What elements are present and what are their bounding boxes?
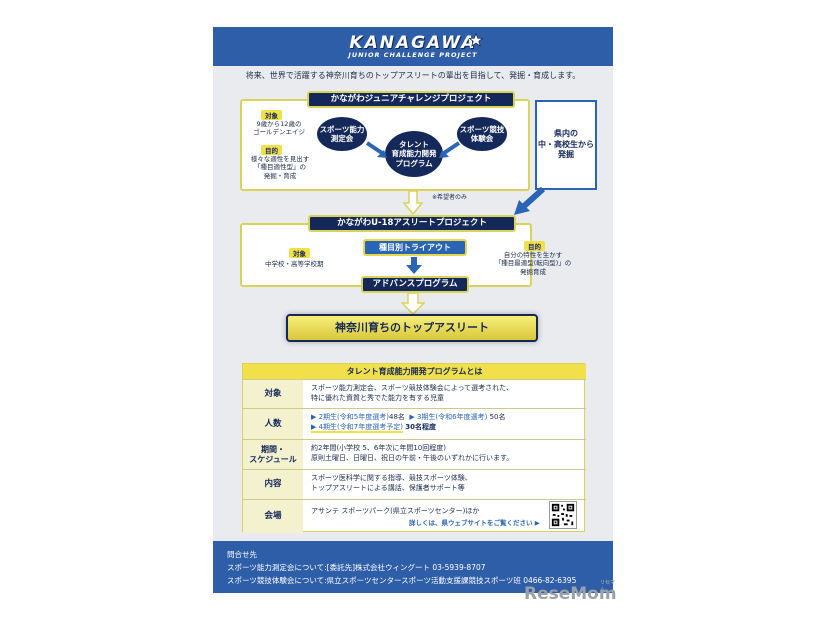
logo-sub-text: JUNIOR CHALLENGE PROJECT <box>348 51 478 59</box>
watermark-sub: リセマム <box>600 580 616 593</box>
footer-title: 問合せ先 <box>227 550 257 559</box>
flyer: KANAGAWA JUNIOR CHALLENGE PROJECT 将来、世界で… <box>213 27 613 593</box>
u18-project-title: かながわU-18アスリートプロジェクト <box>308 215 516 232</box>
resemom-watermark: ReseMom リセマム <box>524 580 617 604</box>
u18-target-tag: 対象 <box>289 248 310 258</box>
row-schedule: 期間・ スケジュール 約2年間(小学校 5、6年次に年間10回程度) 原則土曜日… <box>243 439 586 469</box>
scouting-side-box: 県内の 中・高校生から 発掘 <box>535 100 597 190</box>
down-arrow-hollow <box>403 191 423 215</box>
header-bar <box>213 27 613 66</box>
star-icon <box>469 33 483 47</box>
talent-program-oval: タレント 育成能力開発 プログラム <box>385 131 443 177</box>
footer-contact-2: スポーツ競技体験会について:県立スポーツセンタースポーツ活動支援課競技スポーツ班… <box>227 576 577 585</box>
qr-code-icon <box>549 501 577 529</box>
footer-contact-1: スポーツ能力測定会について:[委託先]株式会社ウィングート 03-5939-87… <box>227 563 486 572</box>
gen3-count: 50名 <box>489 413 506 421</box>
row-target: 対象 スポーツ能力測定会、スポーツ競技体験会によって選考された、 特に優れた資質… <box>243 379 586 408</box>
program-info-title: タレント育成能力開発プログラムとは <box>243 364 586 379</box>
row-content-body: スポーツ医科学に関する指導、競技スポーツ体験、 トップアスリートによる講話、保護… <box>311 474 472 493</box>
flow-arrows <box>365 141 461 158</box>
u18-purpose-text: 自分の特性を生かす 「種目最適型(転向型)」の 発掘育成 <box>494 251 572 276</box>
logo: KANAGAWA JUNIOR CHALLENGE PROJECT <box>213 33 613 59</box>
row-content: 内容 スポーツ医科学に関する指導、競技スポーツ体験、 トップアスリートによる講話… <box>243 469 586 499</box>
contact-footer: 問合せ先 スポーツ能力測定会について:[委託先]株式会社ウィングート 03-59… <box>213 541 613 593</box>
gen4-count: 30名程度 <box>405 423 436 432</box>
row-target-body: スポーツ能力測定会、スポーツ競技体験会によって選考された、 特に優れた資質と秀で… <box>311 384 514 403</box>
row-content-head: 内容 <box>243 470 303 499</box>
junior-purpose-text: 様々な適性を見出す 「種目適性型」の 発掘・育成 <box>250 155 310 180</box>
row-count-body: ▶ 2期生(令和5年度選考)48名 ▶ 3期生(令和6年度選考) 50名 ▶ 4… <box>311 412 506 434</box>
side-arrow <box>514 187 545 215</box>
tryout-pill: 種目別トライアウト <box>363 239 467 256</box>
junior-project-title: かながわジュニアチャレンジプロジェクト <box>307 91 515 108</box>
junior-target-text: 9歳から12歳の ゴールデンエイジ <box>253 120 305 137</box>
row-venue-body: アサンテ スポーツパーク(県立スポーツセンター)ほか <box>311 507 480 515</box>
junior-purpose-tag: 目的 <box>261 145 282 155</box>
gen2-count: 48名 <box>388 413 405 421</box>
row-target-head: 対象 <box>243 380 303 408</box>
ability-test-oval: スポーツ能力 測定会 <box>317 117 367 151</box>
row-count: 人数 ▶ 2期生(令和5年度選考)48名 ▶ 3期生(令和6年度選考) 50名 … <box>243 408 586 439</box>
advance-program-pill: アドバンスプログラム <box>361 276 469 293</box>
logo-main-text: KANAGAWA <box>349 33 477 53</box>
top-athlete-arrow <box>401 293 425 315</box>
website-link[interactable]: 詳しくは、県ウェブサイトをご覧ください ▶ <box>409 519 540 527</box>
applicants-note: ※希望者のみ <box>432 194 468 201</box>
u18-purpose-tag: 目的 <box>524 241 545 251</box>
gen4-label: ▶ 4期生(令和7年度選考予定) <box>311 423 403 434</box>
tryout-down-arrow <box>406 257 422 274</box>
row-count-head: 人数 <box>243 409 303 439</box>
junior-target-tag: 対象 <box>261 110 282 120</box>
gen3-label: ▶ 3期生(令和6年度選考) <box>409 413 488 421</box>
sports-trial-oval: スポーツ競技 体験会 <box>457 117 507 151</box>
row-schedule-body: 約2年間(小学校 5、6年次に年間10回程度) 原則土曜日、日曜日、祝日の午前・… <box>311 444 514 463</box>
row-venue: 会場 アサンテ スポーツパーク(県立スポーツセンター)ほか 詳しくは、県ウェブサ… <box>243 499 586 533</box>
row-venue-head: 会場 <box>243 500 303 533</box>
top-athlete-banner: 神奈川育ちのトップアスリート <box>286 314 538 342</box>
tagline: 将来、世界で活躍する神奈川育ちのトップアスリートの輩出を目指して、発掘・育成しま… <box>245 71 581 80</box>
program-info-panel: タレント育成能力開発プログラムとは 対象 スポーツ能力測定会、スポーツ競技体験会… <box>242 363 586 533</box>
gen2-label: ▶ 2期生(令和5年度選考) <box>311 413 389 421</box>
u18-target-text: 中学校・高等学校期 <box>265 260 324 268</box>
row-schedule-head: 期間・ スケジュール <box>243 440 303 469</box>
watermark-main: ReseMom <box>524 584 617 604</box>
